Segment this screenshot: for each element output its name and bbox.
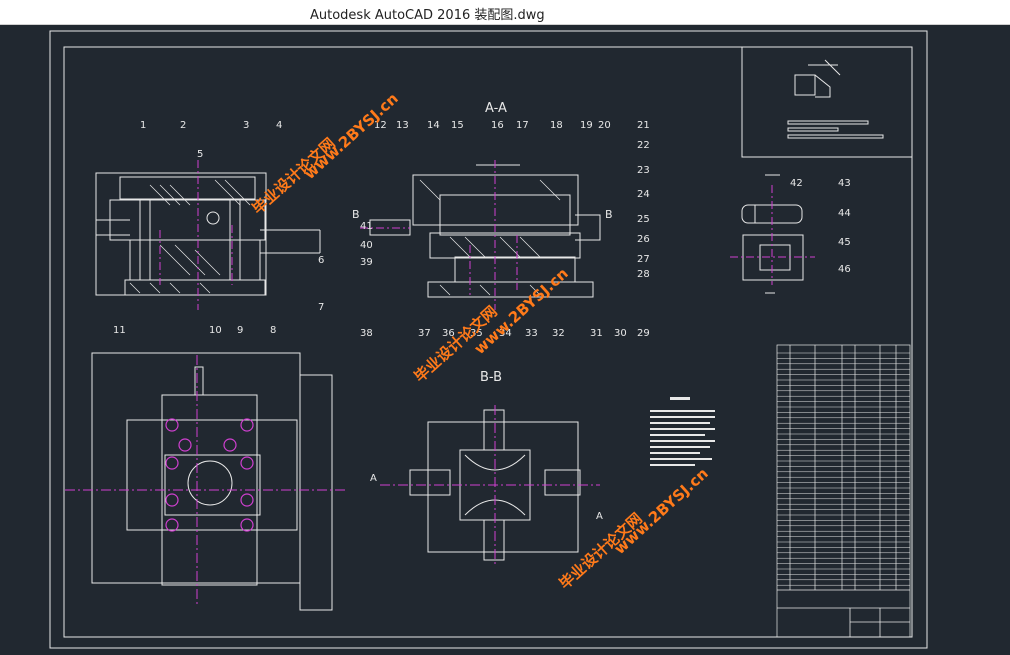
watermark-text: 毕业设计论文网	[249, 134, 339, 218]
cut-mark-b-left: B	[352, 208, 360, 221]
part-number-9: 9	[237, 325, 243, 336]
cut-mark-a-right: A	[596, 511, 603, 522]
title-bar: Autodesk AutoCAD 2016 装配图.dwg	[0, 0, 1010, 25]
part-number-23: 23	[637, 165, 650, 176]
cut-mark-a-left: A	[370, 473, 377, 484]
left-section-view	[95, 172, 321, 296]
part-number-43: 43	[838, 178, 851, 189]
part-number-10: 10	[209, 325, 222, 336]
outer-frame	[49, 30, 928, 649]
cut-mark-b-right: B	[605, 208, 613, 221]
part-number-18: 18	[550, 120, 563, 131]
part-number-34: 34	[499, 328, 512, 339]
plan-view-holes	[165, 418, 254, 532]
part-number-13: 13	[396, 120, 409, 131]
part-number-7: 7	[318, 302, 324, 313]
part-number-38: 38	[360, 328, 373, 339]
watermark-text: www.2BYSJ.cn	[301, 89, 402, 183]
part-number-14: 14	[427, 120, 440, 131]
parts-list-rows	[777, 352, 910, 586]
part-number-39: 39	[360, 257, 373, 268]
part-number-26: 26	[637, 234, 650, 245]
plan-view-left	[91, 352, 333, 611]
parts-list-table	[776, 344, 911, 638]
technical-notes	[650, 397, 715, 466]
part-number-40: 40	[360, 240, 373, 251]
section-bb-label: B-B	[480, 370, 502, 385]
part-number-28: 28	[637, 269, 650, 280]
window-title: Autodesk AutoCAD 2016 装配图.dwg	[310, 8, 545, 23]
part-number-16: 16	[491, 120, 504, 131]
part-number-17: 17	[516, 120, 529, 131]
drawing-canvas[interactable]: A-A	[0, 25, 1010, 655]
right-detail-centerlines	[730, 185, 815, 285]
part-number-6: 6	[318, 255, 324, 266]
part-number-15: 15	[451, 120, 464, 131]
part-number-33: 33	[525, 328, 538, 339]
part-number-19: 19	[580, 120, 593, 131]
part-number-3: 3	[243, 120, 249, 131]
part-number-25: 25	[637, 214, 650, 225]
part-number-35: 35	[470, 328, 483, 339]
part-number-24: 24	[637, 189, 650, 200]
section-bb-centerlines	[380, 405, 600, 565]
section-aa-label: A-A	[485, 101, 507, 116]
middle-view-hatching	[419, 179, 561, 296]
part-number-36: 36	[442, 328, 455, 339]
plan-view-centerlines	[65, 355, 345, 605]
inner-frame	[63, 46, 913, 638]
part-number-12: 12	[374, 120, 387, 131]
part-number-29: 29	[637, 328, 650, 339]
part-number-37: 37	[418, 328, 431, 339]
part-number-27: 27	[637, 254, 650, 265]
part-number-21: 21	[637, 120, 650, 131]
left-view-centerlines	[159, 160, 233, 310]
part-number-8: 8	[270, 325, 276, 336]
part-number-1: 1	[140, 120, 146, 131]
part-number-44: 44	[838, 208, 851, 219]
part-number-45: 45	[838, 237, 851, 248]
part-number-4: 4	[276, 120, 282, 131]
part-number-5: 5	[197, 149, 203, 160]
part-number-41: 41	[360, 221, 373, 232]
watermark-text: www.2BYSJ.cn	[611, 464, 712, 558]
title-block	[777, 589, 910, 637]
part-number-22: 22	[637, 140, 650, 151]
part-number-2: 2	[180, 120, 186, 131]
part-number-42: 42	[790, 178, 803, 189]
left-view-hatching	[129, 179, 251, 294]
middle-view-centerlines	[360, 160, 518, 310]
part-number-46: 46	[838, 264, 851, 275]
part-number-30: 30	[614, 328, 627, 339]
part-number-20: 20	[598, 120, 611, 131]
middle-section-view	[369, 164, 601, 298]
part-number-11: 11	[113, 325, 126, 336]
part-number-32: 32	[552, 328, 565, 339]
part-number-31: 31	[590, 328, 603, 339]
detail-box-top-right	[741, 46, 913, 158]
